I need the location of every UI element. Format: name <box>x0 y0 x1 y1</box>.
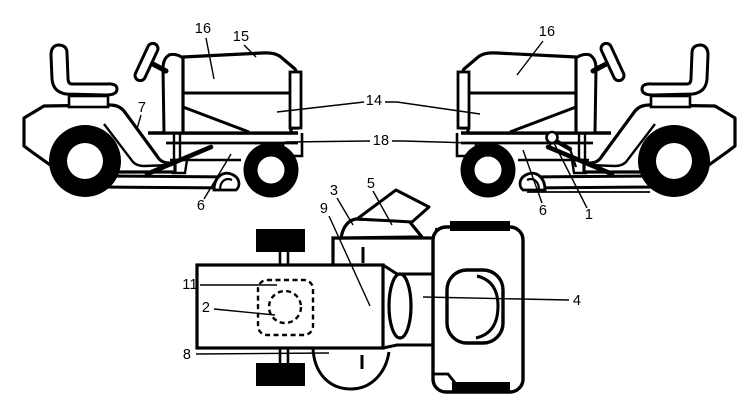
engine-pulley-dashed <box>267 289 303 325</box>
right-tractor-side-view <box>457 42 735 198</box>
callout-1: 1 <box>584 207 594 223</box>
callout-4: 4 <box>572 293 582 309</box>
callout-11: 11 <box>182 277 198 293</box>
callout-2: 2 <box>201 300 211 316</box>
callout-6-left: 6 <box>196 198 206 214</box>
callout-16-right: 16 <box>538 24 556 40</box>
leader-15 <box>243 44 257 58</box>
leader-2 <box>213 308 276 316</box>
left-tractor-side-view <box>24 42 302 198</box>
callout-5: 5 <box>366 176 376 192</box>
front-axle-stems <box>278 252 290 363</box>
leader-16-right <box>516 40 544 76</box>
leader-18-right <box>392 140 473 144</box>
leader-8 <box>195 352 330 355</box>
leader-1 <box>553 142 588 209</box>
right-tractor-linkage <box>527 130 650 193</box>
discharge-chute <box>355 188 431 224</box>
rear-wheel-top-right <box>452 382 510 392</box>
leader-7 <box>136 114 142 130</box>
rear-wheel-top-left <box>450 221 510 231</box>
leader-lines <box>136 37 588 355</box>
belt-loop <box>311 347 391 391</box>
linkage-rod <box>568 148 578 168</box>
front-wheel-top-left <box>256 229 305 252</box>
linkage-arm <box>553 138 573 152</box>
hood-top-view <box>195 263 385 350</box>
callout-8: 8 <box>182 347 192 363</box>
lever-knob <box>545 130 559 145</box>
callout-14: 14 <box>365 93 383 109</box>
leader-4 <box>422 296 570 301</box>
callout-3: 3 <box>329 183 339 199</box>
leader-6-left <box>203 153 232 200</box>
callout-15: 15 <box>232 29 250 45</box>
leader-16-left <box>205 37 215 80</box>
front-wheel-top-right <box>256 363 305 386</box>
leader-14-left <box>276 101 365 113</box>
leader-18-left <box>284 140 371 143</box>
leader-6-right <box>522 149 543 204</box>
leader-14-right <box>385 101 481 115</box>
rear-body-notch <box>433 372 458 385</box>
engine-outline-dashed <box>256 278 315 337</box>
leader-9 <box>328 215 371 307</box>
steering-wheel-top-view <box>387 272 413 340</box>
callout-9: 9 <box>319 201 329 217</box>
callout-18: 18 <box>372 133 390 149</box>
seat-top-view <box>445 268 505 345</box>
leader-3 <box>336 197 354 226</box>
callout-16-left: 16 <box>194 21 212 37</box>
leader-5 <box>372 190 393 226</box>
hinge-ticks <box>360 247 365 369</box>
callout-6-right: 6 <box>538 203 548 219</box>
callout-7: 7 <box>137 100 147 116</box>
top-view <box>195 188 525 394</box>
seat-bowl-curve <box>475 274 500 340</box>
